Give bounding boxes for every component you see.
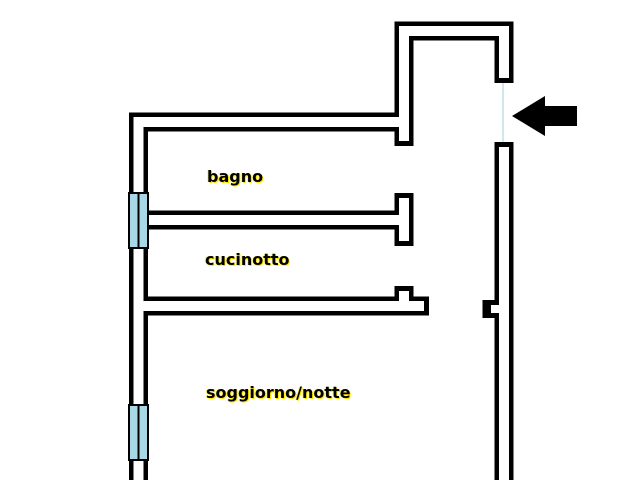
room-label-cucinotto: cucinotto: [205, 250, 290, 269]
room-label-bagno: bagno: [207, 167, 264, 186]
arrow-left-icon: [512, 96, 577, 136]
room-label-soggiorno: soggiorno/notte: [206, 383, 351, 402]
walls-outline: [129, 21, 514, 480]
walls-inner: [133, 26, 509, 480]
